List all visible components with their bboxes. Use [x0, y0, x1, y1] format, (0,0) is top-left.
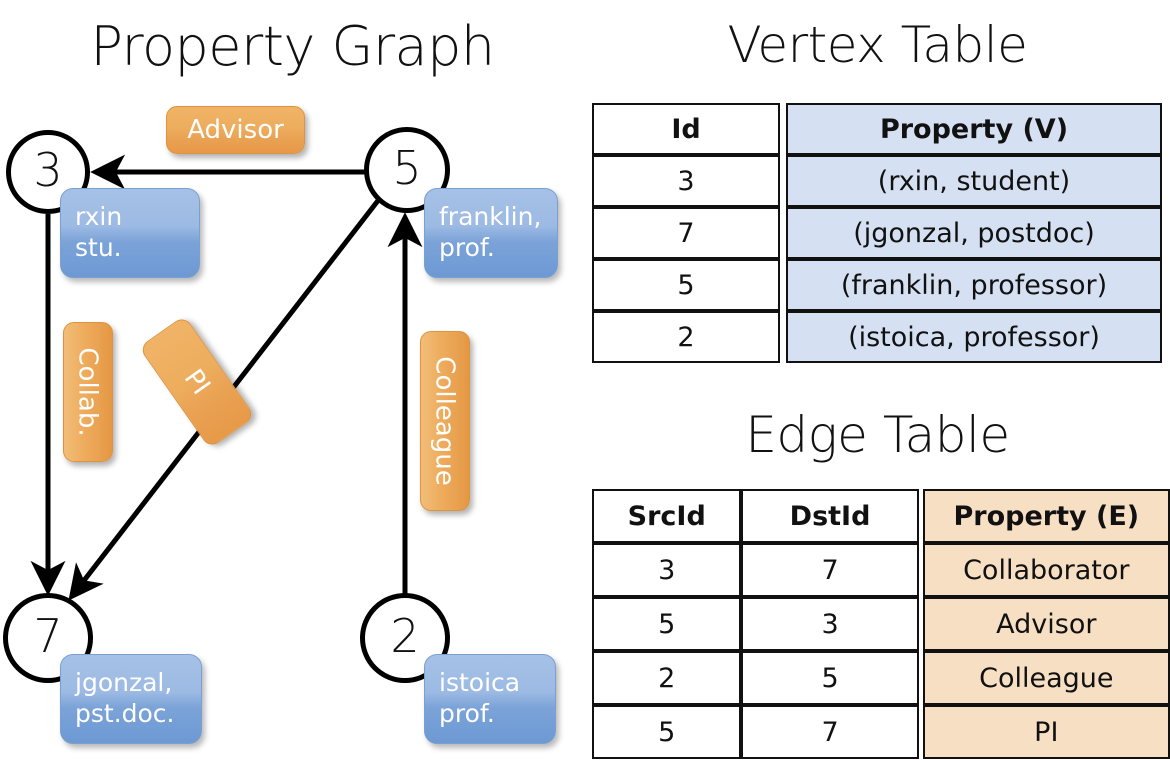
edge-table-column-gap: [918, 651, 923, 705]
vertex-table: Id Property (V) 3 (rxin, student) 7 (jgo…: [592, 103, 1162, 363]
edge-table-column-gap: [918, 597, 923, 651]
table-row[interactable]: 5 7 PI: [592, 705, 1170, 759]
graph-node-2[interactable]: 2: [360, 593, 450, 683]
vertex-box-istoica-line1: istoica: [439, 668, 521, 697]
edge-table-header-row: SrcId DstId Property (E): [592, 489, 1170, 543]
page-title-edge-table: Edge Table: [745, 406, 1010, 464]
vertex-box-franklin[interactable]: franklin, prof.: [424, 188, 558, 278]
edge-label-advisor-text: Advisor: [187, 115, 284, 145]
edge-cell-dstid: 5: [741, 651, 919, 705]
vertex-cell-property: (rxin, student): [786, 155, 1162, 207]
edge-table-header-property: Property (E): [922, 489, 1170, 543]
vertex-table-column-gap: [780, 103, 786, 155]
edge-table-column-gap: [918, 489, 923, 543]
edge-cell-dstid: 7: [741, 705, 919, 759]
graph-node-7-label: 7: [33, 609, 63, 663]
vertex-cell-property: (jgonzal, postdoc): [786, 207, 1162, 259]
vertex-cell-property: (franklin, professor): [786, 259, 1162, 311]
vertex-box-rxin-line1: rxin: [75, 202, 123, 231]
vertex-table-column-gap: [780, 207, 786, 259]
edge-cell-property: PI: [922, 705, 1170, 759]
vertex-box-rxin[interactable]: rxin stu.: [60, 188, 200, 278]
table-row[interactable]: 5 (franklin, professor): [592, 259, 1162, 311]
vertex-cell-id: 5: [592, 259, 780, 311]
edge-cell-srcid: 3: [592, 543, 742, 597]
vertex-box-istoica[interactable]: istoica prof.: [424, 654, 556, 744]
page-title-vertex-table: Vertex Table: [727, 16, 1028, 74]
vertex-box-jgonzal-line1: jgonzal,: [75, 668, 173, 697]
vertex-box-rxin-line2: stu.: [75, 233, 122, 262]
vertex-cell-id: 2: [592, 311, 780, 363]
vertex-box-jgonzal-line2: pst.doc.: [75, 699, 175, 728]
vertex-table-header-property: Property (V): [786, 103, 1162, 155]
page-title-property-graph: Property Graph: [90, 15, 495, 78]
graph-node-2-label: 2: [390, 609, 420, 663]
vertex-table-column-gap: [780, 155, 786, 207]
table-row[interactable]: 3 7 Collaborator: [592, 543, 1170, 597]
table-row[interactable]: 2 5 Colleague: [592, 651, 1170, 705]
table-row[interactable]: 7 (jgonzal, postdoc): [592, 207, 1162, 259]
edge-cell-property: Advisor: [922, 597, 1170, 651]
edge-table-column-gap: [918, 543, 923, 597]
table-row[interactable]: 5 3 Advisor: [592, 597, 1170, 651]
vertex-table-column-gap: [780, 259, 786, 311]
table-row[interactable]: 3 (rxin, student): [592, 155, 1162, 207]
edge-table-header-srcid: SrcId: [592, 489, 742, 543]
vertex-table-header-row: Id Property (V): [592, 103, 1162, 155]
edge-label-advisor[interactable]: Advisor: [166, 106, 305, 154]
edge-label-pi-text: PI: [178, 363, 216, 401]
edge-label-collab[interactable]: Collab.: [63, 322, 113, 462]
edge-table-header-dstid: DstId: [741, 489, 919, 543]
graph-node-3-label: 3: [33, 143, 63, 197]
graph-node-5[interactable]: 5: [364, 127, 450, 213]
edge-label-colleague-text: Colleague: [430, 356, 461, 486]
edge-cell-srcid: 5: [592, 705, 742, 759]
edge-label-collab-text: Collab.: [73, 347, 103, 437]
vertex-box-franklin-line2: prof.: [439, 233, 495, 262]
edge-cell-srcid: 2: [592, 651, 742, 705]
edge-cell-property: Colleague: [922, 651, 1170, 705]
edge-label-colleague[interactable]: Colleague: [420, 331, 470, 511]
vertex-box-franklin-line1: franklin,: [439, 202, 542, 231]
vertex-table-header-id: Id: [592, 103, 780, 155]
vertex-cell-property: (istoica, professor): [786, 311, 1162, 363]
vertex-cell-id: 7: [592, 207, 780, 259]
graph-node-5-label: 5: [392, 141, 422, 195]
edge-cell-dstid: 7: [741, 543, 919, 597]
edge-cell-property: Collaborator: [922, 543, 1170, 597]
edge-cell-dstid: 3: [741, 597, 919, 651]
edge-cell-srcid: 5: [592, 597, 742, 651]
vertex-cell-id: 3: [592, 155, 780, 207]
vertex-box-istoica-line2: prof.: [439, 699, 495, 728]
vertex-table-column-gap: [780, 311, 786, 363]
edge-table-column-gap: [918, 705, 923, 759]
table-row[interactable]: 2 (istoica, professor): [592, 311, 1162, 363]
vertex-box-jgonzal[interactable]: jgonzal, pst.doc.: [60, 654, 202, 744]
edge-table: SrcId DstId Property (E) 3 7 Collaborato…: [592, 489, 1170, 759]
